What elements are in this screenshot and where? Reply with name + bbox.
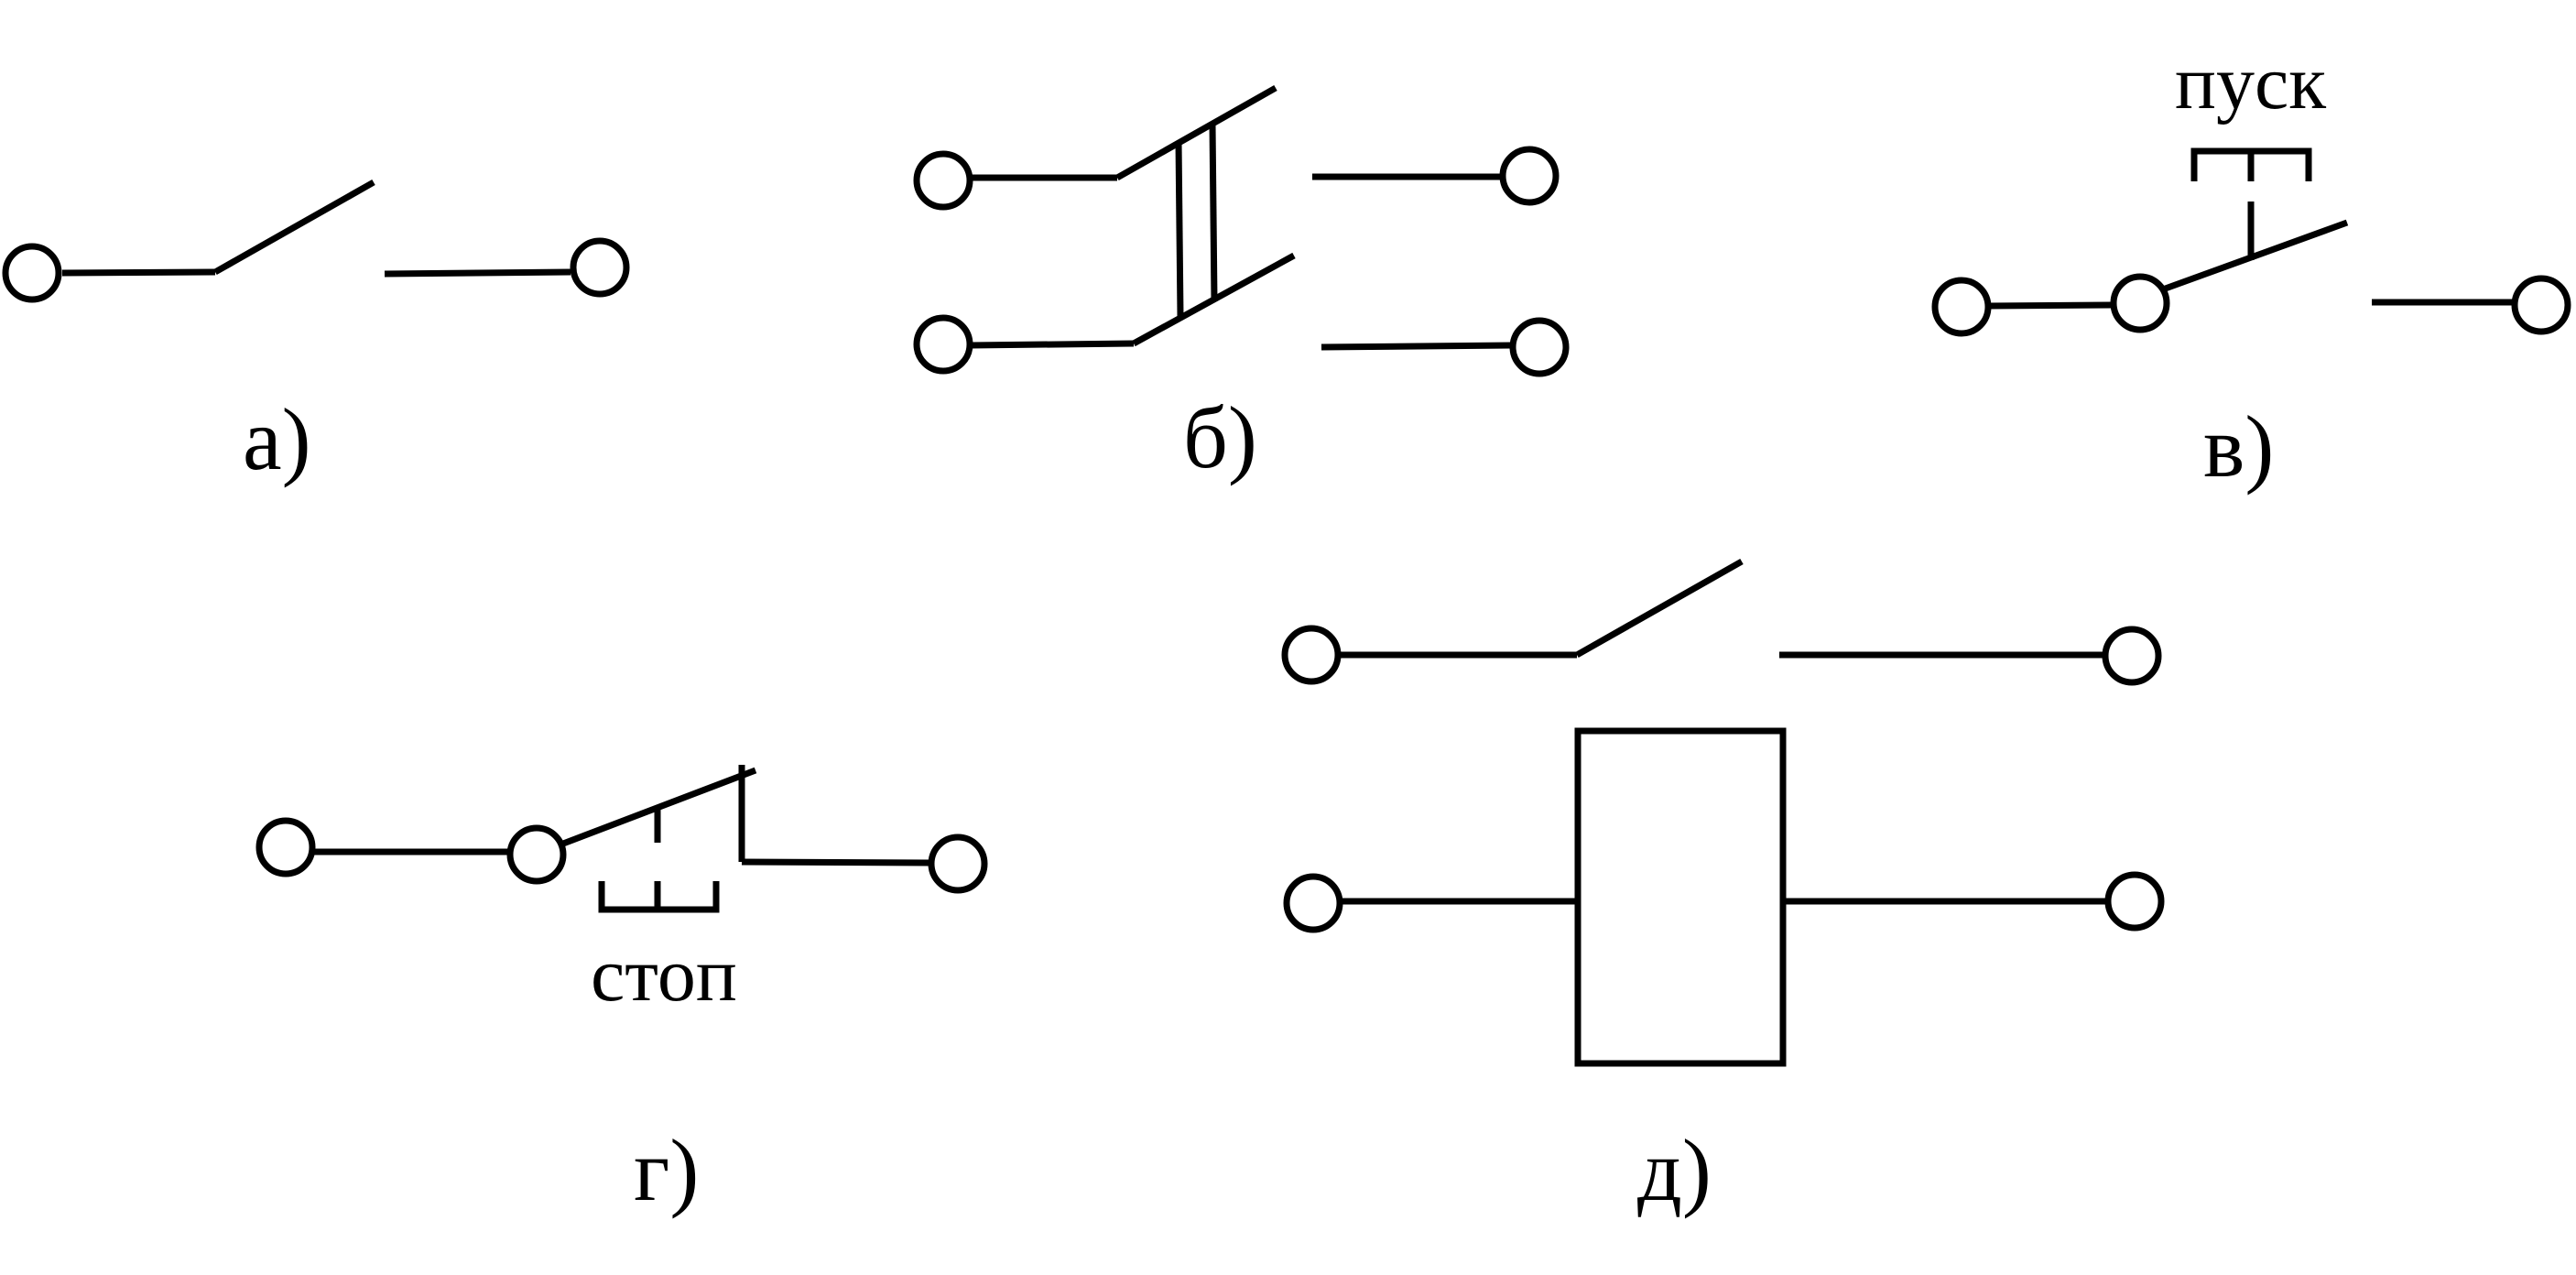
terminal-circle	[570, 237, 630, 298]
caption-v: в)	[2203, 398, 2274, 496]
switch-blade	[1115, 84, 1277, 181]
caption-d: д)	[1637, 1121, 1712, 1219]
terminal-circle	[1931, 277, 1992, 337]
mechanical-link	[1209, 124, 1218, 302]
lead-wire	[1987, 301, 2113, 310]
terminal-circle	[255, 817, 316, 877]
lead-wire	[61, 268, 216, 277]
figure-b-double-switch: б)	[913, 84, 1570, 486]
lead-wire	[1321, 342, 1513, 351]
terminal-circle	[506, 824, 567, 885]
terminal-circle	[1499, 146, 1560, 206]
figure-v-start-button: пуск в)	[1931, 40, 2571, 496]
figure-d-relay: д)	[1281, 558, 2165, 1219]
terminal-circle	[913, 314, 973, 375]
caption-b: б)	[1183, 388, 1257, 486]
terminal-circle	[1283, 873, 1343, 933]
terminal-circle	[913, 150, 973, 211]
relay-coil	[1574, 727, 1787, 1067]
button-bracket	[2190, 147, 2312, 181]
terminal-circle	[2110, 273, 2170, 333]
switch-blade	[213, 179, 375, 276]
terminal-circle	[2, 243, 62, 303]
caption-a: а)	[243, 390, 311, 488]
figure-a-switch: а)	[2, 179, 630, 488]
lead-wire	[970, 340, 1135, 349]
terminal-circle	[1509, 317, 1570, 377]
lead-wire	[384, 268, 571, 278]
terminal-circle	[2104, 871, 2165, 932]
terminal-circle	[928, 834, 988, 894]
caption-g: г)	[634, 1121, 699, 1219]
button-label-stop: стоп	[591, 932, 737, 1018]
button-bracket	[598, 881, 720, 913]
figure-g-stop-button: стоп г)	[255, 765, 988, 1219]
terminal-circle	[1281, 625, 1342, 685]
terminal-circle	[2102, 626, 2162, 686]
button-label-start: пуск	[2175, 40, 2326, 125]
terminal-circle	[2511, 275, 2571, 335]
mechanical-link	[1175, 141, 1184, 317]
switch-blade	[1575, 558, 1744, 659]
switch-blade	[561, 767, 757, 847]
lead-wire	[741, 858, 930, 866]
